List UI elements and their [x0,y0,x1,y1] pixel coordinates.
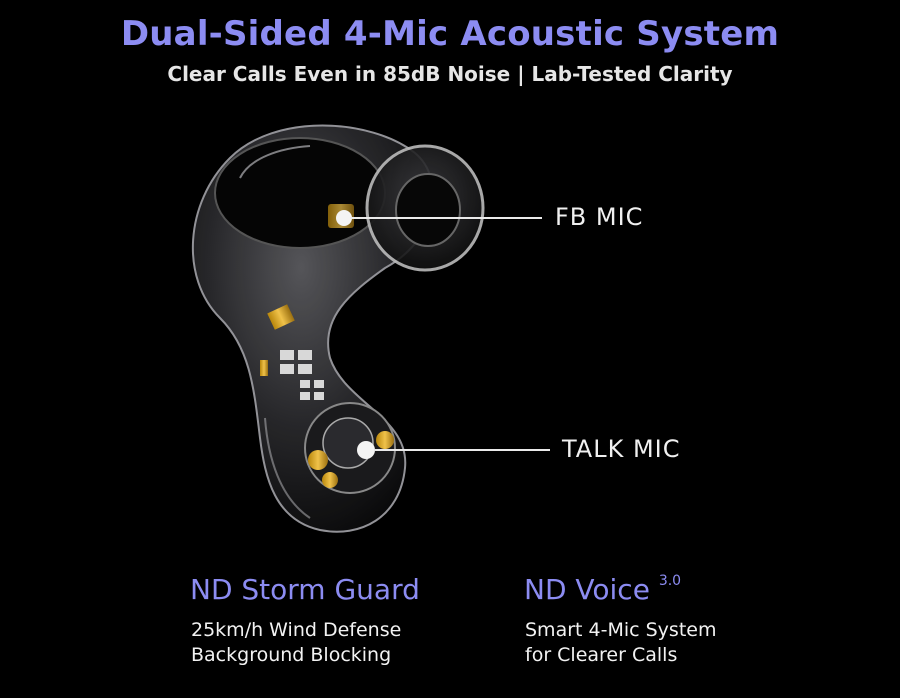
feature-left-line-2: Background Blocking [191,644,392,666]
gold-pad-top [267,304,295,330]
fb-mic-leader-line [350,217,542,219]
page-title: Dual-Sided 4-Mic Acoustic System [120,14,780,54]
feature-right-version: 3.0 [658,572,682,589]
page-subtitle: Clear Calls Even in 85dB Noise | Lab-Tes… [167,62,733,86]
chip-grid [280,350,324,400]
gold-contact-left [308,450,328,470]
talk-mic-leader-line [375,449,550,451]
feature-right-title: ND Voice 3.0 [524,573,681,606]
gold-contact-bottom [322,472,338,488]
talk-mic-label: TALK MIC [562,435,681,463]
feature-right-line-1: Smart 4-Mic System [525,619,717,641]
talk-mic-dot [357,441,375,459]
feature-left-title: ND Storm Guard [190,573,420,606]
ear-tip-inner [395,173,461,247]
fb-mic-dot [336,210,352,226]
speaker-chamber [214,137,386,249]
feature-left-line-1: 25km/h Wind Defense [191,619,402,641]
fb-mic-label: FB MIC [555,203,644,231]
gold-contact-right [376,431,394,449]
gold-pad-mid [260,360,268,376]
feature-right-line-2: for Clearer Calls [525,644,678,666]
feature-right-title-text: ND Voice [524,573,650,606]
earbud-illustration [191,124,485,533]
